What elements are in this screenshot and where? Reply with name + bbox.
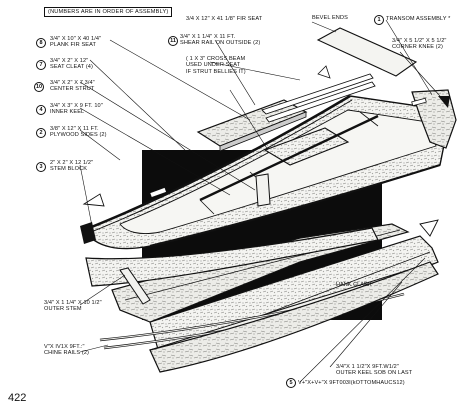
callout-number-plank-seat: 8 [36,38,46,48]
page-number: 422 [8,392,27,404]
plank-seat-desc: PLANK FIR SEAT [50,42,97,49]
stem-block-desc: STEM BLOCK [50,166,88,173]
knee-triangle [82,193,105,207]
seat-cleat-desc: SEAT CLEAT (4) [50,64,93,71]
fir-seat-dims: 3/4 X 12" X 41 1/8" FIR SEAT [186,16,263,22]
corner-knee-dims: 3/4" X 5 1/2" X 5 1/2" [392,38,447,44]
callout-fir-seat: 3/4 X 12" X 41 1/8" FIR SEAT [186,16,262,22]
callout-center-strut: 3/4" X 2" X 7 3/4" CENTER STRUT [50,80,95,93]
cross-beam-line2: USED UNDER SEAT [186,62,241,69]
cross-beam-line1: ( 1 X 3" CROSS BEAM [186,56,246,62]
bottom-dims: V+"X+V+"X 9FT003I(kOTTOMHAUCS12) [298,380,405,386]
cross-beam-line3: IF STRUT BELLIES IT) [186,68,246,75]
callout-number-bottom: 5 [286,378,296,388]
bevel-ends-label: BEVEL ENDS [312,15,348,21]
shear-rail [83,94,351,232]
bevel-end-board [316,27,418,77]
shear-rail-floating [261,73,374,115]
plywood-sides-dims: 3/8" X 12" X 11 FT. [50,126,99,132]
plank-fir-seat [263,127,350,166]
callout-number-transom: 1 [374,15,384,25]
chine-rails-desc: CHINE RAILS (2) [44,350,90,357]
transom [411,89,457,149]
outer-keel-desc: OUTER KEEL SOB ON LAST [336,370,413,377]
artist-credit: HANK CLARK [336,282,372,288]
corner-knee-desc: CORNER KNEE (2) [392,44,443,51]
callout-number-inner-keel: 4 [36,105,46,115]
assembly-order-note: (NUMBERS ARE IN ORDER OF ASSEMBLY) [44,7,173,17]
center-strut-desc: CENTER STRUT [50,86,95,93]
stem-block [80,222,96,244]
stem-block-dims: 2" X 2" X 12 1/2" [50,160,94,166]
plywood-side-left [85,227,379,287]
callout-plank-seat: 3/4" X 10" X 40 1/4" PLANK FIR SEAT [50,36,101,49]
callout-number-stem-block: 3 [36,162,46,172]
corner-knee [438,96,450,108]
seat-cleat [149,186,168,199]
callout-number-center-strut: 10 [34,82,44,92]
seat-cleat-dims: 3/4" X 2" X 12" [50,58,89,64]
callout-corner-knee: 3/4" X 5 1/2" X 5 1/2" CORNER KNEE (2) [392,38,447,51]
callout-bevel-ends: BEVEL ENDS [312,15,348,21]
outer-stem [119,267,151,305]
outer-keel-dims: 3/4"X 1 1/2"X 9FT.W1/2" [336,364,399,370]
callout-cross-beam: ( 1 X 3" CROSS BEAM USED UNDER SEAT IF S… [186,56,246,75]
shear-rail-dims: 3/4" X 1 1/4" X 11 FT. [180,34,236,40]
callout-number-shear-rail: 11 [168,36,178,46]
callout-outer-keel: 3/4"X 1 1/2"X 9FT.W1/2" OUTER KEEL SOB O… [336,364,412,377]
hull-floor [119,109,437,235]
callout-plywood-sides: 3/8" X 12" X 11 FT. PLYWOOD SIDES (2) [50,126,107,139]
bottom-sheet-lower [149,261,439,373]
center-strut-dims: 3/4" X 2" X 7 3/4" [50,80,95,86]
leader-lines [79,19,441,383]
callout-seat-cleat: 3/4" X 2" X 12" SEAT CLEAT (4) [50,58,93,71]
plank-seat-dims: 3/4" X 10" X 40 1/4" [50,36,102,42]
callout-shear-rail: 3/4" X 1 1/4" X 11 FT. SHEAR RAIL ON OUT… [180,34,260,47]
chine-rails-dims: V"X IV1X 9FT.:" [44,344,85,350]
callout-inner-keel: 3/4" X 3" X 9 FT. 10" INNER KEEL [50,103,103,116]
inner-keel-desc: INNER KEEL [50,109,85,116]
outer-stem-dims: 3/4" X 1 1/4" X 10 1/2" [44,300,102,306]
inner-keel-dims: 3/4" X 3" X 9 FT. 10" [50,103,103,109]
callout-outer-stem: 3/4" X 1 1/4" X 10 1/2" OUTER STEM [44,300,102,313]
center-strut [255,173,271,207]
callout-stem-block: 2" X 2" X 12 1/2" STEM BLOCK [50,160,93,173]
transom-label: TRANSOM ASSEMBLY * [386,16,451,22]
callout-transom: TRANSOM ASSEMBLY * [386,16,450,22]
shear-rail-desc: SHEAR RAIL ON OUTSIDE (2) [180,40,261,47]
inner-keel [199,114,379,202]
callout-number-plywood-sides: 2 [36,128,46,138]
callout-number-seat-cleat: 7 [36,60,46,70]
plywood-sides-desc: PLYWOOD SIDES (2) [50,132,107,139]
outer-stem-desc: OUTER STEM [44,306,82,313]
callout-chine-rails: V"X IV1X 9FT.:" CHINE RAILS (2) [44,344,89,357]
callout-bottom: V+"X+V+"X 9FT003I(kOTTOMHAUCS12) [298,380,405,386]
